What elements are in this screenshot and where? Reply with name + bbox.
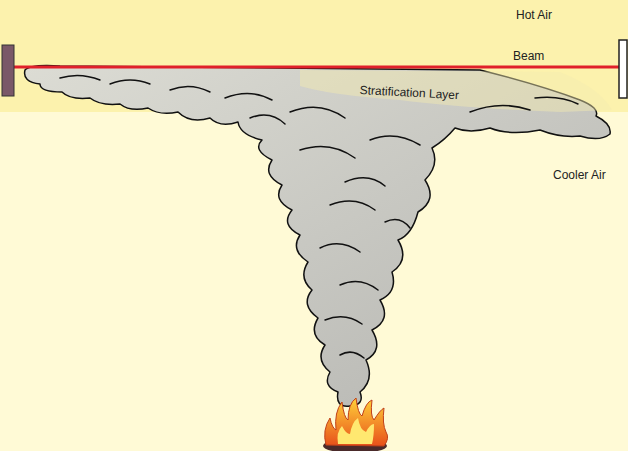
region-label: Cooler Air <box>553 169 606 182</box>
beam-line <box>14 66 619 69</box>
fire <box>323 398 388 451</box>
beam-emitter <box>2 45 14 96</box>
smoke-curls <box>60 75 578 358</box>
smoke-plume <box>25 66 611 407</box>
stratification-haze <box>300 70 612 112</box>
beam-label: Beam <box>513 50 544 63</box>
region-label: Hot Air <box>516 9 552 22</box>
beam-reflector <box>619 40 627 98</box>
